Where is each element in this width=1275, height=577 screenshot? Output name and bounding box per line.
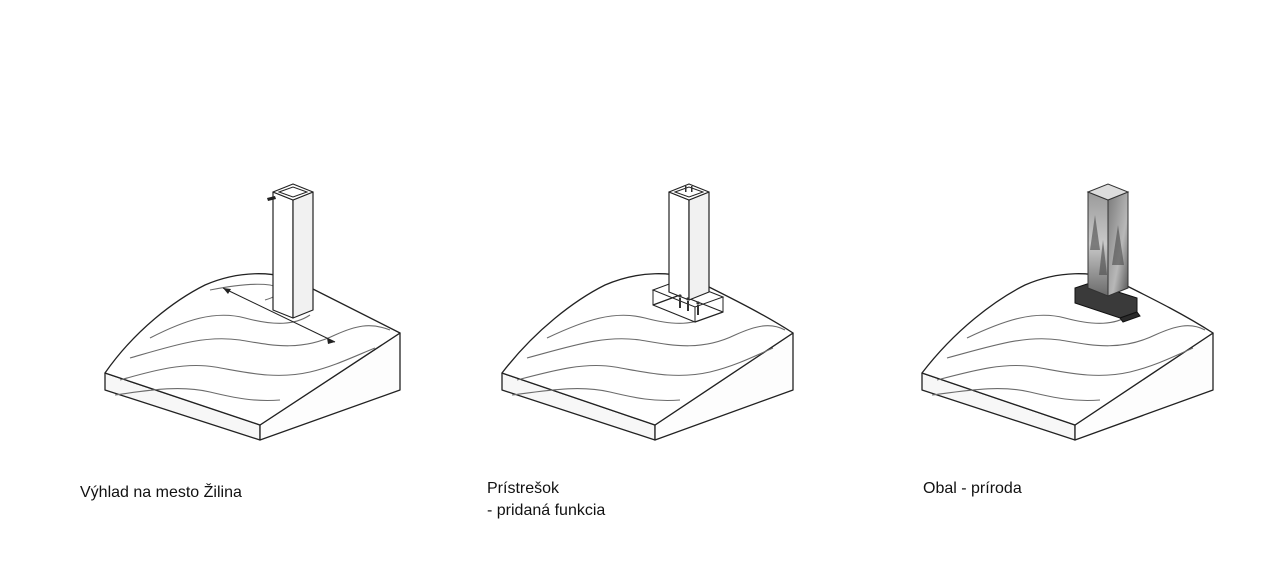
- arrow-head-right-icon: [327, 338, 335, 344]
- diagram-panel-view: Výhlad na mesto Žilina: [80, 0, 415, 501]
- panel-caption-shelter: Prístrešok - pridaná funkcia: [487, 480, 606, 519]
- arrow-head-left-icon: [223, 288, 231, 294]
- tower-front-face: [272, 191, 294, 319]
- terrain-tower-illustration-shelter: [501, 183, 794, 441]
- diagram-panel-envelope: Obal - príroda: [915, 0, 1235, 497]
- terrain-tower-illustration-view: [104, 183, 401, 441]
- panel-caption-view: Výhlad na mesto Žilina: [80, 484, 242, 501]
- person-figure-icon: [267, 196, 276, 201]
- view-direction-line: [222, 287, 336, 343]
- hill-top-surface: [104, 273, 401, 426]
- tower-side-face: [292, 191, 314, 319]
- forest-trees-icon: [1090, 215, 1124, 275]
- terrain-tower-illustration-envelope: [921, 183, 1214, 441]
- panel-caption-envelope: Obal - príroda: [923, 480, 1022, 497]
- tower-top: [272, 183, 314, 201]
- people-figures-icon: [678, 186, 700, 315]
- diagram-panel-shelter: Prístrešok - pridaná funkcia: [487, 0, 815, 519]
